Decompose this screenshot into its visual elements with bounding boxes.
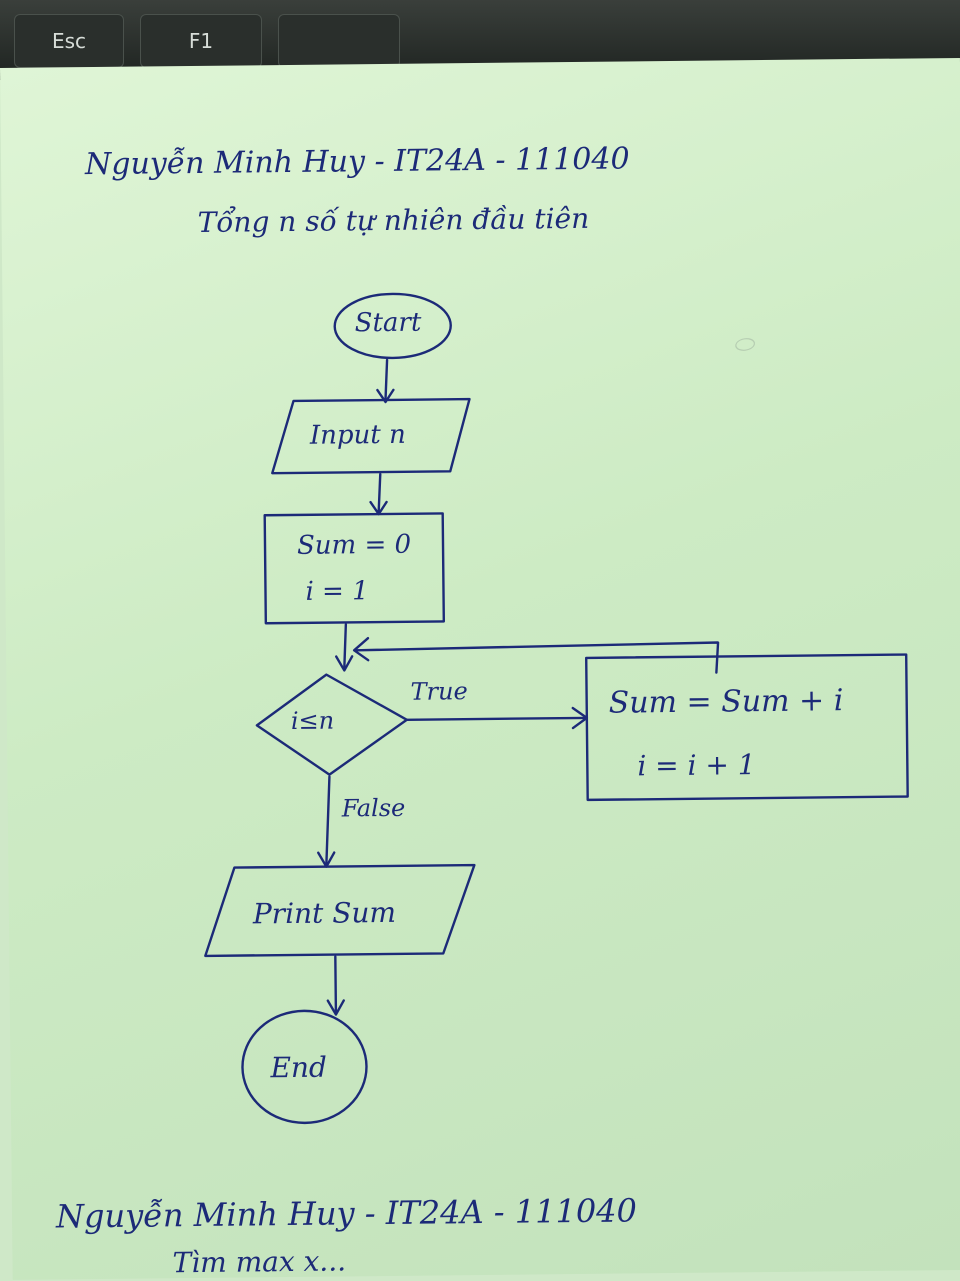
condition-label: i≤n <box>290 706 335 735</box>
true-label: True <box>410 677 468 706</box>
start-label: Start <box>354 307 422 339</box>
loop-back-arrow <box>354 641 720 674</box>
false-label: False <box>341 793 406 823</box>
input-shape <box>271 397 471 475</box>
init-sum-label: Sum = 0 <box>296 529 412 561</box>
footer-subtitle: Tìm max x... <box>172 1244 347 1280</box>
output-label: Print Sum <box>252 895 397 931</box>
esc-key: Esc <box>14 14 124 68</box>
input-label: Input n <box>309 419 406 451</box>
arrow-start-input <box>384 358 389 402</box>
f1-key: F1 <box>140 14 262 68</box>
end-terminal <box>241 1009 368 1125</box>
update-i-label: i = i + 1 <box>637 748 756 783</box>
arrow-output-end <box>334 955 338 1014</box>
arrow-true <box>405 716 587 721</box>
arrow-false <box>325 775 331 866</box>
notebook-page: ⬭ Nguyễn Minh Huy - IT24A - 111040 Tổng … <box>0 57 960 1280</box>
init-i-label: i = 1 <box>305 576 369 607</box>
f2-key <box>278 14 400 68</box>
start-terminal <box>333 292 452 360</box>
update-process <box>585 653 909 802</box>
init-process <box>263 512 446 625</box>
flowchart <box>204 292 909 1125</box>
update-sum-label: Sum = Sum + i <box>608 683 844 721</box>
condition-decision <box>255 673 409 776</box>
arrow-init-condition <box>343 623 348 670</box>
end-label: End <box>270 1050 328 1085</box>
output-shape <box>204 863 476 958</box>
arrow-input-init <box>377 472 382 514</box>
footer-title: Nguyễn Minh Huy - IT24A - 111040 <box>55 1191 638 1236</box>
